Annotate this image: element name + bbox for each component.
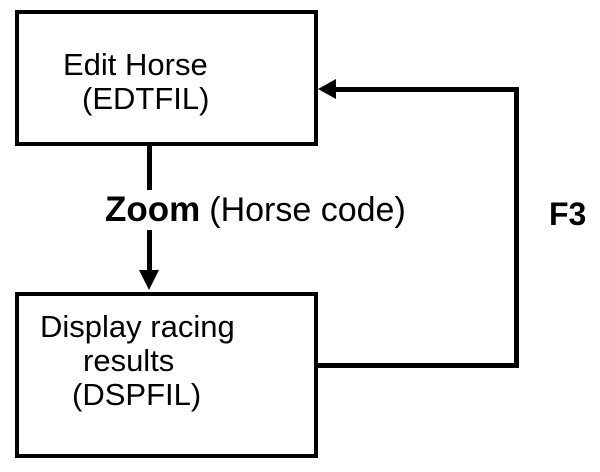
f3-edge-label: F3: [549, 196, 587, 232]
zoom-edge-label: Zoom(Horse code): [101, 190, 410, 230]
f3-arrow-bottom-segment: [318, 363, 518, 368]
f3-arrow-top-segment: [334, 87, 518, 92]
edit-horse-box: Edit Horse (EDTFIL): [15, 10, 318, 146]
zoom-detail: (Horse code): [209, 191, 406, 229]
zoom-keyword: Zoom: [105, 190, 201, 229]
display-results-box: Display racing results (DSPFIL): [15, 292, 318, 458]
display-results-title-line2: results: [83, 343, 175, 378]
arrow-left-icon: [318, 79, 336, 99]
display-results-program-code: (DSPFIL): [72, 377, 202, 412]
display-results-title-line1: Display racing: [40, 309, 235, 344]
arrow-down-icon: [139, 270, 159, 290]
edit-horse-program-code: (EDTFIL): [82, 81, 210, 116]
f3-arrow-right-segment: [514, 87, 519, 368]
edit-horse-title: Edit Horse: [63, 47, 208, 82]
